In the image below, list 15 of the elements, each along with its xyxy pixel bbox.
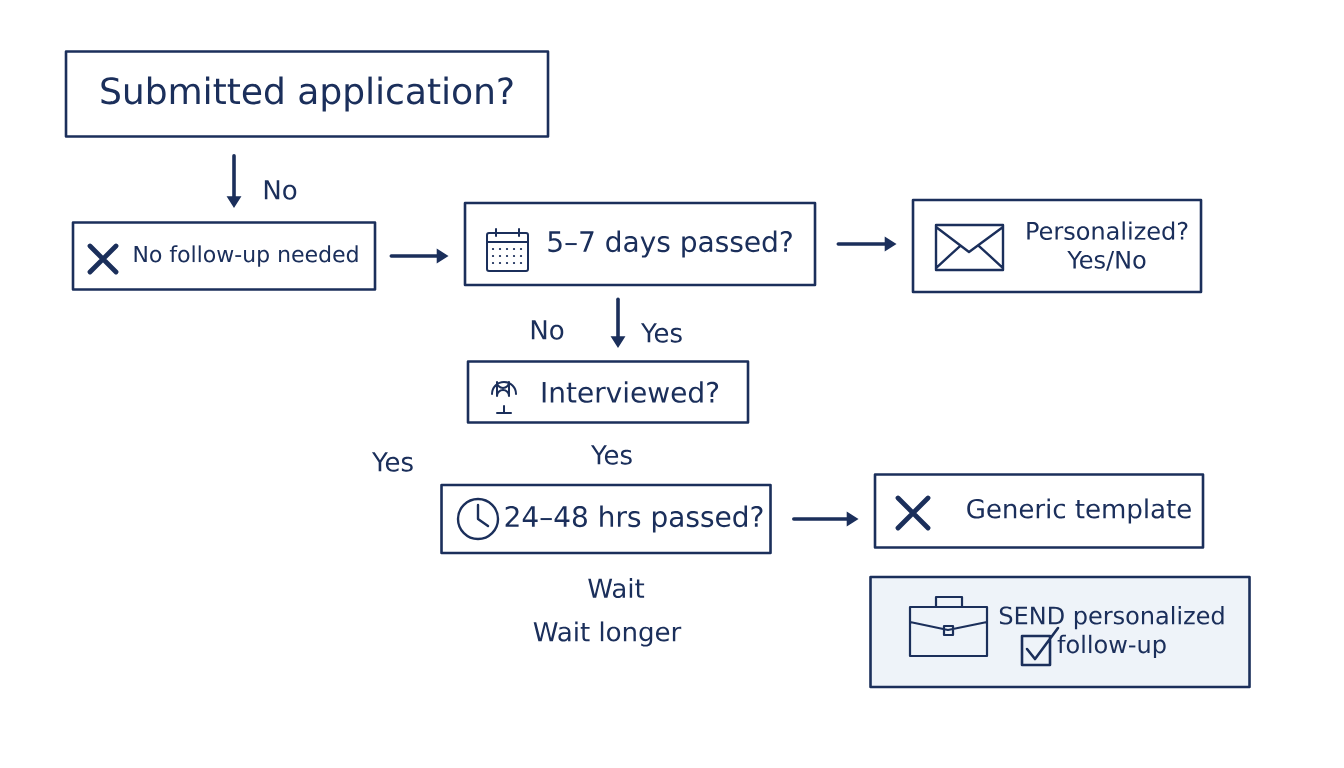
process-box: SEND personalized follow-up bbox=[869, 575, 1251, 689]
process-box: 5–7 days passed? bbox=[463, 201, 817, 287]
label-text: Yes bbox=[371, 452, 413, 472]
label-text: Wait bbox=[588, 577, 645, 599]
process-box: Interviewed? bbox=[466, 360, 750, 424]
label-text: No bbox=[531, 320, 564, 340]
edge-label: No bbox=[260, 178, 300, 202]
process-box: 24–48 hrs passed? bbox=[440, 483, 772, 555]
label-text: Wait longer bbox=[533, 621, 682, 647]
process-box: Generic template bbox=[873, 473, 1205, 549]
edge-label: Yes bbox=[639, 321, 685, 345]
process-box: No follow-up needed bbox=[71, 221, 377, 291]
title-box: Submitted application? bbox=[64, 50, 550, 138]
label-text: Yes bbox=[590, 445, 632, 465]
process-box: Personalized? Yes/No bbox=[911, 198, 1203, 294]
